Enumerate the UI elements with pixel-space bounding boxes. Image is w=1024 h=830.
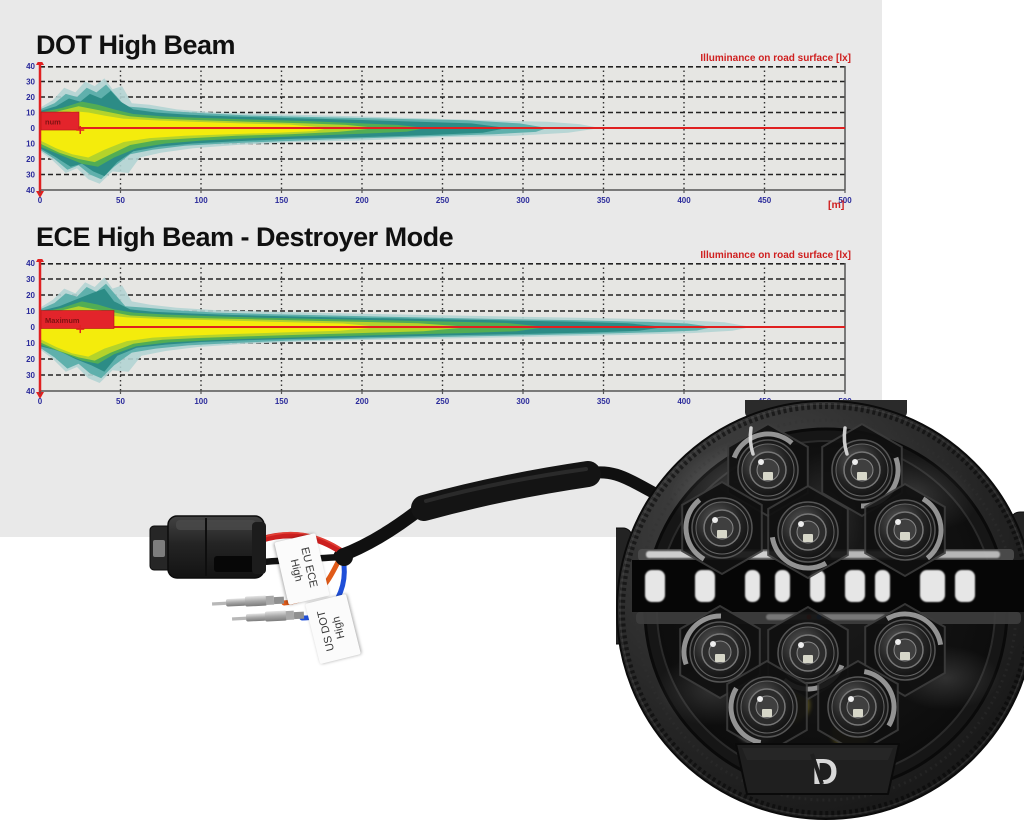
- svg-text:0: 0: [31, 323, 36, 332]
- led-projector-lens: [817, 659, 899, 755]
- illuminance-label: Illuminance on road surface [lx]: [700, 53, 851, 64]
- svg-text:300: 300: [516, 397, 530, 406]
- svg-text:0: 0: [38, 196, 43, 205]
- drl-segment: [775, 570, 790, 602]
- svg-text:400: 400: [677, 196, 691, 205]
- drl-segment: [875, 570, 890, 602]
- svg-text:30: 30: [26, 170, 35, 179]
- svg-text:20: 20: [26, 93, 35, 102]
- logo-slash: [810, 753, 824, 785]
- svg-text:40: 40: [26, 186, 35, 195]
- led-projector-lens: [679, 604, 761, 700]
- drl-segment: [845, 570, 865, 602]
- svg-text:150: 150: [275, 397, 289, 406]
- svg-text:10: 10: [26, 339, 35, 348]
- connector-tab: [153, 540, 165, 557]
- led-headlight-pod: D: [616, 400, 1024, 820]
- led-projector-lens: [767, 484, 849, 580]
- pin-terminal-orange: [211, 595, 285, 607]
- ece-beam-plot: Maximum050100150200250300350400450500403…: [16, 255, 882, 418]
- svg-text:350: 350: [597, 397, 611, 406]
- svg-text:10: 10: [26, 307, 35, 316]
- svg-text:300: 300: [516, 196, 530, 205]
- led-projector-lens: [726, 659, 808, 755]
- ece-beam-chart: Illuminance on road surface [lx] Maximum…: [16, 250, 882, 423]
- main-cable: [333, 461, 662, 563]
- svg-text:250: 250: [436, 196, 450, 205]
- svg-text:500: 500: [838, 196, 852, 205]
- illuminance-label: Illuminance on road surface [lx]: [700, 250, 851, 261]
- svg-text:20: 20: [26, 355, 35, 364]
- svg-text:50: 50: [116, 196, 125, 205]
- svg-text:400: 400: [677, 397, 691, 406]
- svg-text:250: 250: [436, 397, 450, 406]
- wire-junction: [335, 548, 353, 566]
- svg-text:40: 40: [26, 259, 35, 268]
- svg-text:0: 0: [38, 397, 43, 406]
- meters-unit-label: [m]: [828, 199, 845, 211]
- bottom-logo-tab: D: [735, 743, 900, 795]
- drl-segment: [695, 570, 715, 602]
- svg-text:450: 450: [758, 196, 772, 205]
- drl-segment: [745, 570, 760, 602]
- led-projector-lens: [864, 482, 946, 578]
- svg-text:150: 150: [275, 196, 289, 205]
- svg-text:40: 40: [26, 62, 35, 71]
- svg-text:40: 40: [26, 387, 35, 396]
- led-projector-lens: [864, 602, 946, 698]
- svg-text:num: num: [45, 118, 61, 127]
- svg-text:50: 50: [116, 397, 125, 406]
- svg-text:30: 30: [26, 77, 35, 86]
- svg-text:100: 100: [194, 196, 208, 205]
- ece-chart-title: ECE High Beam - Destroyer Mode: [36, 222, 454, 252]
- dot-beam-chart: Illuminance on road surface [lx] num 0 50 1…: [16, 53, 882, 222]
- projector-lenses: [679, 422, 946, 755]
- pin-terminal-blue: [231, 610, 305, 622]
- drl-segment: [920, 570, 945, 602]
- svg-text:200: 200: [355, 397, 369, 406]
- svg-text:0: 0: [31, 124, 36, 133]
- connector-plug: [149, 515, 266, 579]
- svg-text:10: 10: [26, 139, 35, 148]
- svg-text:200: 200: [355, 196, 369, 205]
- svg-text:20: 20: [26, 291, 35, 300]
- svg-text:Maximum: Maximum: [45, 316, 80, 325]
- svg-text:20: 20: [26, 155, 35, 164]
- svg-text:30: 30: [26, 371, 35, 380]
- heat-shrink-sleeve: [411, 461, 601, 521]
- drl-segment: [810, 570, 825, 602]
- svg-text:10: 10: [26, 108, 35, 117]
- svg-text:350: 350: [597, 196, 611, 205]
- drl-segment: [955, 570, 975, 602]
- svg-text:100: 100: [194, 397, 208, 406]
- drl-segment: [645, 570, 665, 602]
- connector-latch: [214, 556, 254, 572]
- led-projector-lens: [681, 480, 763, 576]
- wiring-harness: [149, 461, 662, 622]
- dot-chart-title: DOT High Beam: [36, 30, 236, 60]
- svg-text:30: 30: [26, 275, 35, 284]
